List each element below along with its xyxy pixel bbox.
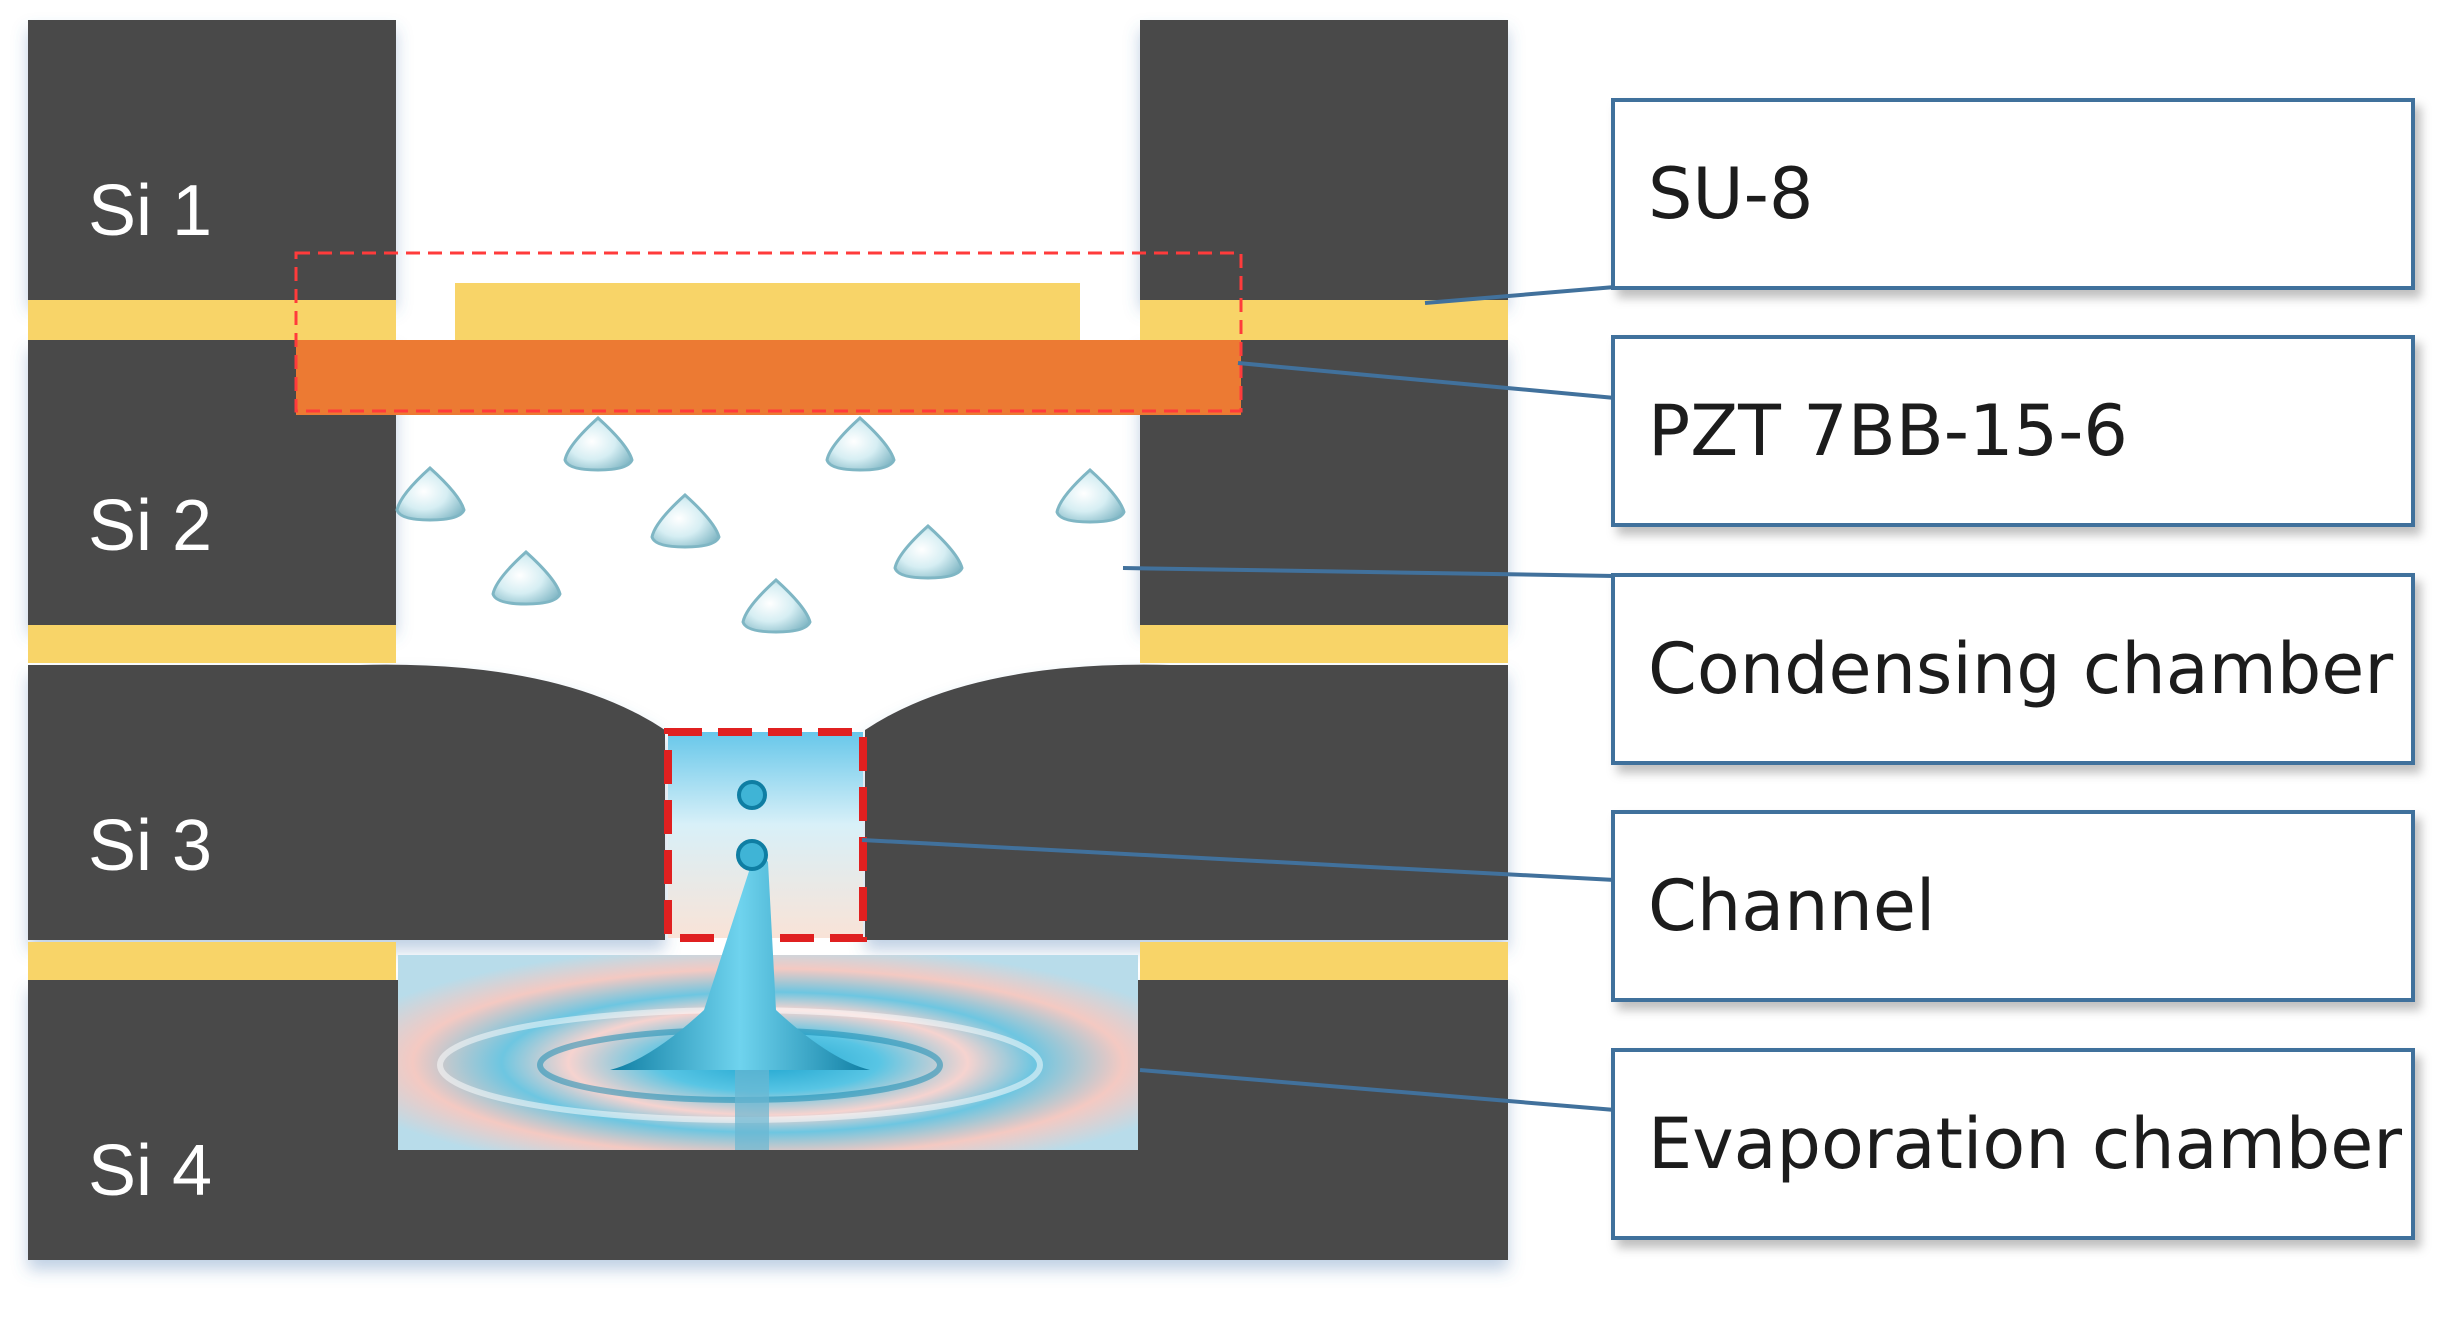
droplet	[741, 577, 812, 634]
droplet	[1055, 467, 1126, 524]
leader-evaporation	[1139, 1068, 1616, 1112]
callout-pzt: PZT 7BB-15-6	[1611, 335, 2415, 527]
jet-droplet	[737, 780, 767, 810]
callout-evaporation: Evaporation chamber	[1611, 1048, 2415, 1240]
callout-condensing-text: Condensing chamber	[1648, 628, 2393, 710]
su8-layer	[1140, 625, 1508, 663]
callout-channel-text: Channel	[1648, 865, 1935, 947]
leader-su8	[1424, 285, 1616, 305]
callout-evaporation-text: Evaporation chamber	[1648, 1103, 2402, 1185]
droplet	[563, 415, 634, 472]
label-si3: Si 3	[88, 806, 212, 886]
su8-layer	[1140, 300, 1508, 340]
callout-condensing: Condensing chamber	[1611, 573, 2415, 765]
si4-right-block	[1140, 980, 1508, 1150]
droplet	[395, 465, 466, 522]
su8-layer	[28, 942, 396, 980]
droplet	[893, 523, 964, 580]
su8-layer	[1140, 942, 1508, 980]
callout-su8-text: SU-8	[1648, 153, 1813, 235]
callout-channel: Channel	[1611, 810, 2415, 1002]
su8-layers	[28, 283, 1508, 980]
silicon-stack	[28, 20, 1508, 1260]
pzt-electrode	[455, 283, 1080, 340]
droplet	[650, 492, 721, 549]
su8-layer	[28, 625, 396, 663]
pzt-highlight-box	[294, 251, 1243, 413]
droplet	[825, 415, 896, 472]
si1-right-block	[1140, 20, 1508, 300]
leader-condensing	[1122, 566, 1616, 578]
leader-pzt	[1237, 361, 1616, 400]
label-si2: Si 2	[88, 486, 212, 566]
leader-channel	[861, 838, 1616, 882]
callout-pzt-text: PZT 7BB-15-6	[1648, 390, 2128, 472]
jet-droplet	[736, 839, 768, 871]
si3-block	[28, 664, 1508, 940]
water-jet	[610, 856, 870, 1070]
si1-left-block	[28, 20, 396, 300]
su8-layer	[28, 300, 396, 340]
droplet	[491, 549, 562, 606]
condensed-droplets	[395, 415, 1126, 634]
si4-left-block	[28, 980, 396, 1150]
jet-base	[735, 1070, 769, 1150]
label-si1: Si 1	[88, 171, 212, 251]
callout-su8: SU-8	[1611, 98, 2415, 290]
pzt-plate	[296, 340, 1241, 415]
leader-lines	[861, 285, 1616, 1112]
label-si4: Si 4	[88, 1131, 212, 1211]
